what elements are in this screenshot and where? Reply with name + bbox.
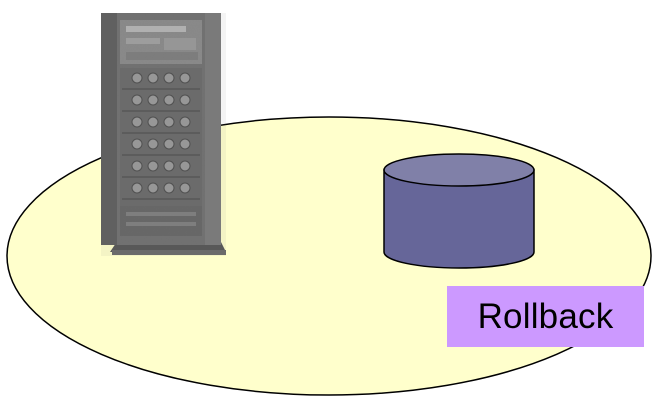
rollback-label: Rollback: [447, 286, 644, 347]
database-cylinder-icon: [383, 153, 535, 269]
server-tower-icon: [101, 13, 226, 256]
rollback-label-text: Rollback: [477, 296, 614, 336]
